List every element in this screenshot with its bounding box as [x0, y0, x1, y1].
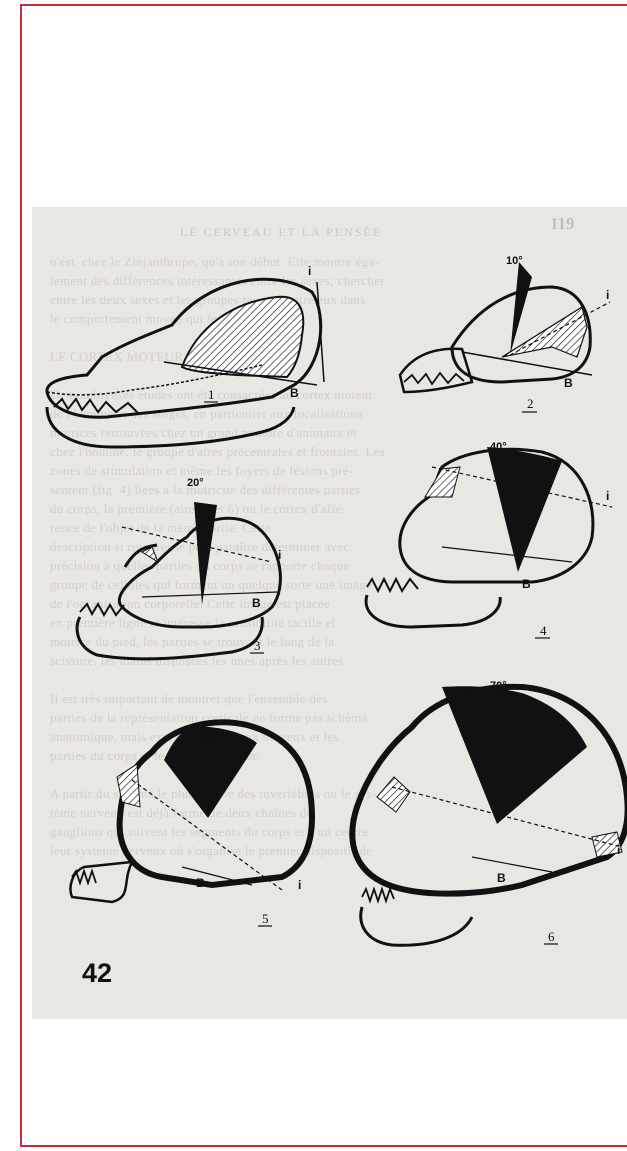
figure-3-skull: 20° i B 3: [77, 477, 281, 659]
figure-6-b-label: B: [497, 871, 506, 885]
skull-figure-plate: i B 1 10° i B 2 20° i B 3: [32, 207, 627, 1019]
figure-1-number: 1: [208, 387, 215, 402]
figure-3-b-label: B: [252, 596, 261, 610]
figure-4-number: 4: [540, 623, 547, 638]
figure-1-b-label: B: [290, 386, 299, 400]
figure-4-skull: 40° i B 4: [366, 441, 612, 638]
figure-6-skull: 70° i B 6: [352, 680, 627, 945]
figure-2-number: 2: [527, 396, 534, 411]
figure-1-skull: i B 1: [47, 264, 324, 447]
figure-6-number: 6: [548, 929, 555, 944]
figure-1-i-label: i: [308, 264, 311, 278]
figure-3-angle: 20°: [187, 477, 204, 489]
figure-3-i-label: i: [278, 548, 281, 562]
figure-3-number: 3: [254, 638, 261, 653]
figure-2-skull: 10° i B 2: [400, 255, 610, 412]
figure-4-b-label: B: [522, 577, 531, 591]
figure-5-b-label: B: [196, 876, 205, 890]
figure-2-b-label: B: [564, 376, 573, 390]
figure-6-angle: 70°: [490, 680, 507, 692]
figure-4-i-label: i: [606, 489, 609, 503]
figure-2-angle: 10°: [506, 255, 523, 267]
figure-5-angle: 60°: [202, 731, 219, 743]
figure-5-number: 5: [262, 911, 269, 926]
figure-2-i-label: i: [606, 288, 609, 302]
figure-5-skull: 60° i B 5: [71, 722, 313, 926]
figure-6-i-label: i: [617, 843, 620, 857]
figure-5-i-label: i: [298, 878, 301, 892]
figure-4-angle: 40°: [490, 441, 507, 453]
page-number: 42: [82, 958, 112, 989]
